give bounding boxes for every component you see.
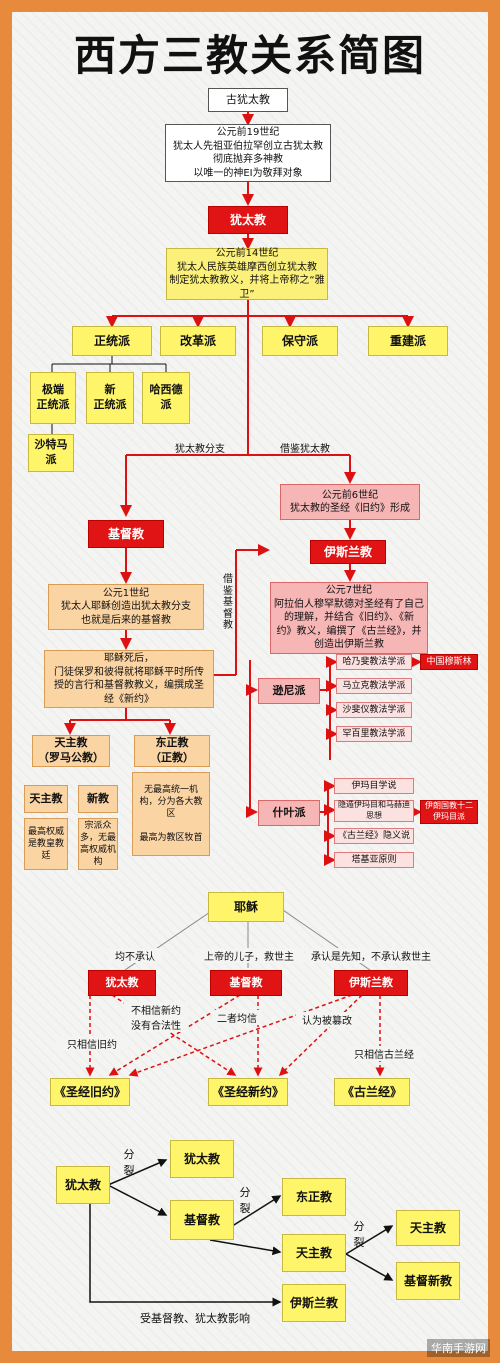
christianity-compare-box: 基督教 (210, 970, 282, 996)
imam-box: 伊玛目学说 (334, 778, 414, 794)
jesus-box: 耶稣 (208, 892, 284, 922)
tree-eastern-orthodox: 东正教 (282, 1178, 346, 1216)
taqiyya-box: 塔基亚原则 (334, 852, 414, 868)
twelver-box: 伊朗国教十二 伊玛目派 (420, 800, 478, 824)
protestant-box: 新教 (78, 785, 118, 813)
conservative-box: 保守派 (262, 326, 338, 356)
son-of-god-label: 上帝的儿子，救世主 (194, 948, 304, 963)
judaism-box: 犹太教 (208, 206, 288, 234)
influence-label: 受基督教、犹太教影响 (140, 1312, 250, 1325)
orthodox-box: 正统派 (72, 326, 152, 356)
ultra-orthodox-box: 极端 正统派 (30, 372, 76, 424)
tree-catholic: 天主教 (282, 1234, 346, 1272)
catholic-box: 天主教 （罗马公教） (32, 735, 110, 767)
quran-box: 《古兰经》 (334, 1078, 410, 1106)
hasidic-box: 哈西德 派 (142, 372, 190, 424)
split-label-3: 分 裂 (353, 1220, 365, 1249)
shafii-box: 沙斐仪教法学派 (336, 702, 412, 718)
both-believe-label: 二者均信 (212, 1010, 262, 1025)
sunni-box: 逊尼派 (258, 678, 320, 704)
split-label-1: 分 裂 (123, 1148, 135, 1177)
eastern-orthodox-box: 东正教 （正教） (134, 735, 210, 767)
hanbali-box: 罕百里教法学派 (336, 726, 412, 742)
borrow-label: 借鉴犹太教 (280, 444, 330, 455)
branch-label: 犹太教分支 (175, 444, 225, 455)
tree-christianity: 基督教 (170, 1200, 234, 1240)
borrow-christ-label: 借鉴基督教 (223, 574, 233, 631)
shia-box: 什叶派 (258, 800, 320, 826)
bc6-note: 公元前6世纪 犹太教的圣经《旧约》形成 (280, 484, 420, 520)
tree-judaism-child: 犹太教 (170, 1140, 234, 1178)
hanafi-box: 哈乃斐教法学派 (336, 654, 412, 670)
ad7-note: 公元7世纪 阿拉伯人穆罕默德对圣经有了自己 的理解，并结合《旧约》、《新 约》教… (270, 582, 428, 654)
tree-islam: 伊斯兰教 (282, 1284, 346, 1322)
hidden-imam-box: 隐遁伊玛目和马赫迪 思想 (334, 800, 414, 822)
split-label-2: 分 裂 (239, 1186, 251, 1215)
ad1-note: 公元1世纪 犹太人耶稣创造出犹太教分支 也就是后来的基督教 (48, 584, 204, 630)
only-quran-label: 只相信古兰经 (346, 1046, 422, 1061)
old-testament-box: 《圣经旧约》 (50, 1078, 130, 1106)
after-jesus-note: 耶稣死后， 门徒保罗和彼得就将耶稣平时所传 授的言行和基督教教义，编撰成圣 经《… (44, 650, 214, 708)
tree-protestant: 基督新教 (396, 1262, 460, 1300)
bc14-note: 公元前14世纪 犹太人民族英雄摩西创立犹太教 制定犹太教教义，并将上帝称之“雅 … (166, 248, 328, 300)
page-title: 西方三教关系简图 (73, 31, 426, 80)
china-muslim-box: 中国穆斯林 (420, 654, 478, 670)
not-recognize-label: 均不承认 (108, 948, 162, 963)
tree-judaism-root: 犹太教 (56, 1166, 110, 1204)
only-ot-label: 只相信旧约 (56, 1036, 128, 1051)
tree-catholic-child: 天主教 (396, 1210, 460, 1246)
bc19-note: 公元前19世纪 犹太人先祖亚伯拉罕创立古犹太教 彻底抛弃多神教 以唯一的神EI为… (165, 124, 331, 182)
reconstruction-box: 重建派 (368, 326, 448, 356)
christianity-box: 基督教 (88, 520, 164, 548)
pope-desc: 最高权威 是教皇教 廷 (24, 818, 68, 870)
reform-box: 改革派 (160, 326, 236, 356)
eastern-desc: 无最高统一机 构，分为各大教 区 最高为教区牧首 (132, 772, 210, 856)
neo-orthodox-box: 新 正统派 (86, 372, 134, 424)
new-testament-box: 《圣经新约》 (208, 1078, 288, 1106)
not-believe-nt-label: 不相信新约 没有合法性 (124, 1002, 188, 1032)
satmar-box: 沙特马 派 (28, 434, 74, 472)
watermark: 华南手游网 (427, 1339, 490, 1357)
quran-theory-box: 《古兰经》隐义说 (334, 828, 414, 844)
islam-compare-box: 伊斯兰教 (334, 970, 408, 996)
prophet-label: 承认是先知，不承认救世主 (306, 948, 436, 963)
tampered-label: 认为被篡改 (296, 1012, 358, 1027)
ancient-judaism-box: 古犹太教 (208, 88, 288, 112)
maliki-box: 马立克教法学派 (336, 678, 412, 694)
protestant-desc: 宗派众 多，无最 高权威机 构 (78, 818, 118, 870)
catholic-sub-box: 天主教 (24, 785, 68, 813)
islam-box: 伊斯兰教 (310, 540, 386, 564)
judaism-compare-box: 犹太教 (88, 970, 156, 996)
